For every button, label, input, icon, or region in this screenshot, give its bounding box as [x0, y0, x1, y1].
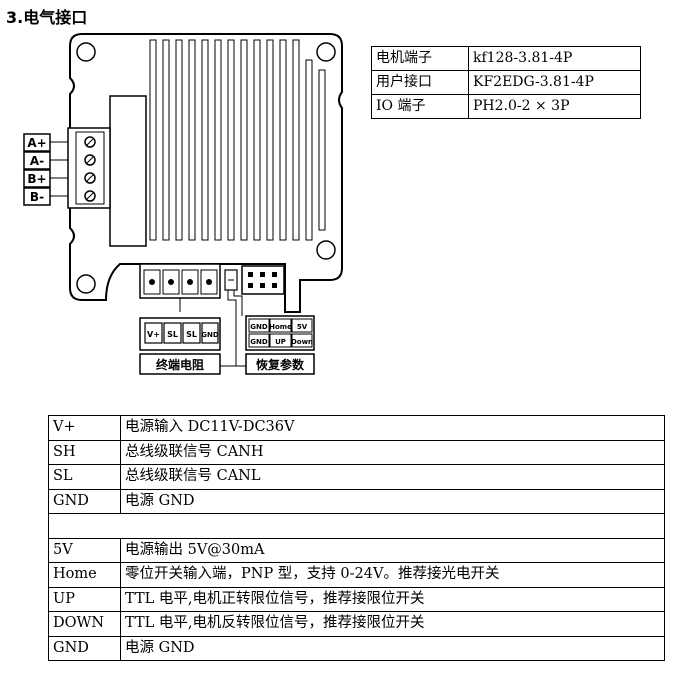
mount-hole-br	[316, 240, 336, 260]
io-pin-label: Down	[291, 338, 313, 346]
pin-desc: 零位开关输入端，PNP 型，支持 0-24V。推荐接光电开关	[120, 562, 665, 588]
pin-name: DOWN	[48, 611, 121, 637]
io-pin-label: 5V	[297, 323, 308, 331]
pin-desc: 总线级联信号 CANL	[120, 464, 665, 490]
pin-desc: TTL 电平,电机正转限位信号，推荐接限位开关	[120, 586, 665, 612]
table-row: V+电源输入 DC11V-DC36V	[48, 415, 665, 441]
user-pin-label: V+	[147, 330, 160, 339]
restore-label: 恢复参数	[256, 357, 305, 372]
io-pin-label: GND	[250, 323, 268, 331]
motor-pin-labels: A+ A- B+ B-	[23, 133, 51, 206]
motor-pin-label: A-	[30, 154, 44, 168]
mount-hole-tr	[316, 42, 336, 62]
connector-name: 用户接口	[371, 70, 469, 95]
connector-model: kf128-3.81-4P	[468, 46, 641, 71]
mount-hole-bl	[76, 274, 96, 294]
connector-model: PH2.0-2 × 3P	[468, 94, 641, 119]
pin-desc: 电源输出 5V@30mA	[120, 537, 665, 563]
pin-name: V+	[48, 415, 121, 441]
user-terminal-screws	[149, 279, 212, 285]
user-pin-label: SL	[167, 330, 178, 339]
section-title: 3.电气接口	[6, 8, 88, 27]
user-pin-label: SL	[186, 330, 197, 339]
pin-desc: 总线级联信号 CANH	[120, 439, 665, 465]
connector-name: 电机端子	[371, 46, 469, 71]
pin-name: 5V	[48, 537, 121, 563]
pin-desc: TTL 电平,电机反转限位信号，推荐接限位开关	[120, 611, 665, 637]
heatsink-fins	[149, 39, 326, 241]
pin-name: GND	[48, 635, 121, 661]
io-pin-label: GND	[250, 338, 268, 346]
pin-name: UP	[48, 586, 121, 612]
motor-pin-label: B+	[27, 172, 46, 186]
termination-label-box	[139, 353, 221, 375]
pin-name: GND	[48, 488, 121, 514]
pin-name: SL	[48, 464, 121, 490]
user-pin-label: GND	[201, 331, 219, 339]
pin-desc: 电源 GND	[120, 635, 665, 661]
pin-desc: 电源 GND	[120, 488, 665, 514]
motor-pin-label: A+	[27, 136, 46, 150]
io-pin-label: UP	[275, 338, 286, 346]
pin-name: Home	[48, 562, 121, 588]
blank-cell	[48, 513, 665, 539]
connector-model: KF2EDG-3.81-4P	[468, 70, 641, 95]
driver-diagram: A+ A- B+ B- V+ SL SL GND	[23, 33, 343, 375]
restore-label-box	[245, 353, 315, 375]
table-row-blank	[48, 513, 665, 539]
mount-hole-tl	[76, 42, 96, 62]
connector-name: IO 端子	[371, 94, 469, 119]
io-header	[241, 265, 285, 295]
pin-name: SH	[48, 439, 121, 465]
pin-desc: 电源输入 DC11V-DC36V	[120, 415, 665, 441]
side-panel	[109, 95, 147, 247]
io-pin-label: Home	[269, 323, 292, 331]
termination-label: 终端电阻	[156, 357, 204, 372]
motor-pin-label: B-	[30, 190, 44, 204]
